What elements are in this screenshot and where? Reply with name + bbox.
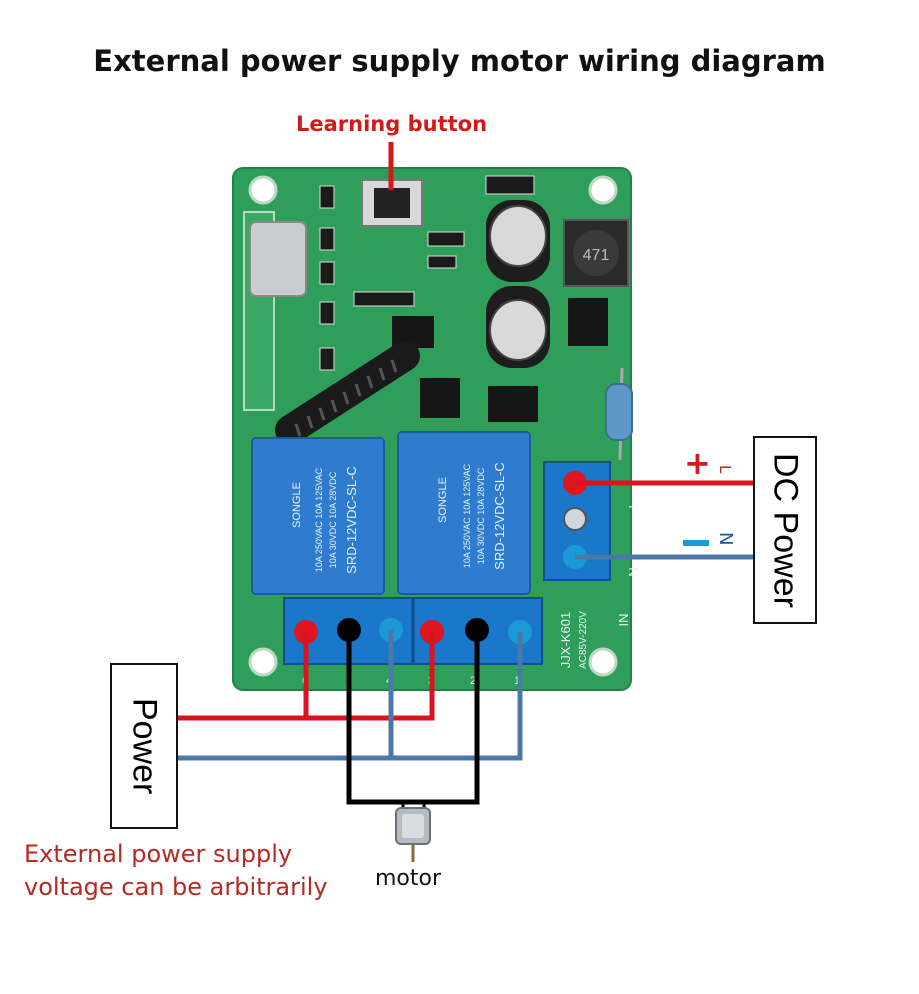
relay-2-rating-2: 10A 30VDC 10A 28VDC <box>476 467 486 564</box>
diagram-title: External power supply motor wiring diagr… <box>93 44 826 78</box>
board-voltage-text: AC85V-220V <box>578 611 589 669</box>
dc-power-label: DC Power <box>766 452 805 608</box>
resistor <box>605 367 633 461</box>
silk-IN: IN <box>616 614 631 627</box>
silk-L: L <box>626 501 641 508</box>
learning-button-label: Learning button <box>296 112 488 136</box>
output-terminal-block <box>283 597 543 665</box>
inductor-mark: 471 <box>583 247 610 264</box>
external-power-blue-wire <box>176 630 523 761</box>
antenna-coil <box>275 341 420 445</box>
power-label: Power <box>125 697 164 795</box>
terminal-middle-screw <box>563 507 587 531</box>
dc-L-tag: L <box>716 465 734 474</box>
external-power-red-wire <box>176 632 435 721</box>
dc-N-tag: N <box>715 532 736 545</box>
motor-icon <box>395 802 431 862</box>
power-terminal-block <box>543 461 611 581</box>
relay-1-brand: SONGLE <box>291 482 303 528</box>
silk-N: N <box>626 567 641 576</box>
dc-plus-symbol: + <box>684 444 711 482</box>
rf-module <box>243 211 307 411</box>
ic-chips <box>392 298 608 422</box>
relay-1-rating-1: 10A 250VAC 10A 125VAC <box>314 467 324 572</box>
relay-1: SONGLE SRD-12VDC-SL-C 10A 250VAC 10A 125… <box>251 437 385 595</box>
terminal-number-1: 1 <box>514 675 520 687</box>
motor-label: motor <box>375 866 442 891</box>
capacitors <box>486 200 550 368</box>
note-line-2: voltage can be arbitrarily <box>24 873 328 901</box>
relay-2-brand: SONGLE <box>437 477 449 523</box>
relay-2-rating-1: 10A 250VAC 10A 125VAC <box>462 463 472 568</box>
motor-black-wire <box>346 630 480 805</box>
board-model-text: JJX-K601 <box>558 612 573 668</box>
terminal-number-2: 2 <box>470 675 476 687</box>
external-power-note: External power supply voltage can be arb… <box>24 838 328 904</box>
relay-1-rating-2: 10A 30VDC 10A 28VDC <box>328 471 338 568</box>
note-line-1: External power supply <box>24 840 293 868</box>
relay-1-model: SRD-12VDC-SL-C <box>344 466 359 574</box>
relay-2-model: SRD-12VDC-SL-C <box>492 462 507 570</box>
dc-minus-symbol <box>683 540 709 546</box>
power-box: Power <box>110 663 178 829</box>
inductor: 471 <box>563 219 629 287</box>
dc-power-box: DC Power <box>753 436 817 624</box>
relay-2: SONGLE SRD-12VDC-SL-C 10A 250VAC 10A 125… <box>397 431 531 595</box>
smd-components <box>319 175 535 371</box>
